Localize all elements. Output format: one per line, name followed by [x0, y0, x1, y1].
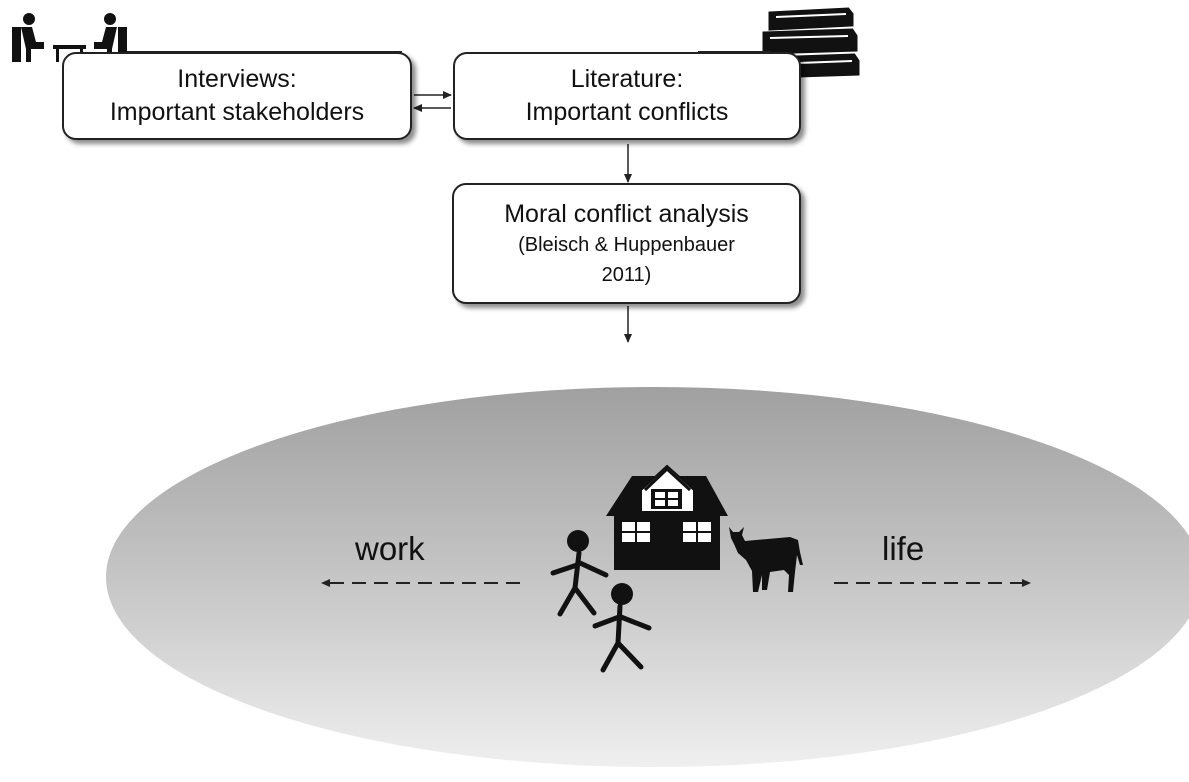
- moral-conflict-box: Moral conflict analysis (Bleisch & Huppe…: [452, 183, 801, 304]
- interviews-title: Interviews:: [177, 65, 297, 93]
- ground-ellipse: [106, 387, 1189, 767]
- interviews-subtitle: Important stakeholders: [109, 98, 365, 126]
- stick-figures-icon: [550, 530, 652, 673]
- moral-citation: (Bleisch & Huppenbauer: [518, 233, 735, 256]
- cow-icon: [729, 527, 803, 592]
- literature-subtitle: Important conflicts: [525, 98, 729, 126]
- interviews-box: Interviews: Important stakeholders: [62, 52, 412, 140]
- literature-box: Literature: Important conflicts: [453, 52, 801, 140]
- farmhouse-icon: [606, 464, 728, 570]
- moral-title: Moral conflict analysis: [504, 199, 749, 228]
- moral-citation-year: 2011): [601, 263, 652, 286]
- work-label: work: [355, 530, 425, 567]
- literature-title: Literature:: [570, 65, 684, 93]
- books-stack-icon: [762, 7, 860, 79]
- life-label: life: [882, 530, 925, 567]
